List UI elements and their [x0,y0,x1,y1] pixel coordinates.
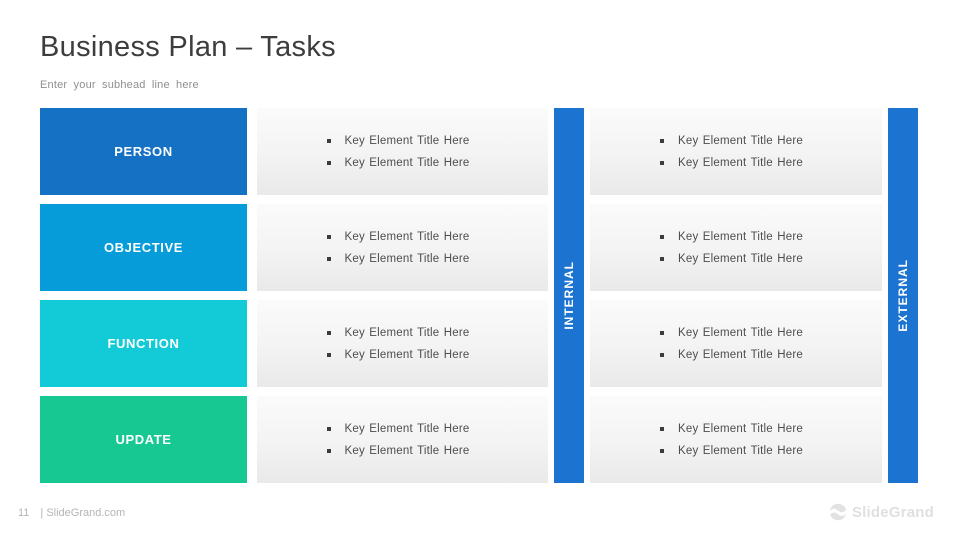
key-element-text: Key Element Title Here [678,230,804,243]
slidegrand-logo-icon [829,503,847,521]
footer: 11 | SlideGrand.com [18,507,125,519]
list-item: Key Element Title Here [326,326,479,339]
bullet-square-icon [326,426,331,431]
key-element-text: Key Element Title Here [344,444,470,457]
list-item: Key Element Title Here [660,327,812,339]
brand-logo: SlideGrand [829,503,934,521]
list-item: Key Element Title Here [326,422,479,435]
key-element-text: Key Element Title Here [678,252,804,265]
list-item: Key Element Title Here [326,252,479,265]
key-element-text: Key Element Title Here [678,326,804,339]
bullet-square-icon [660,138,664,143]
list-item: Key Element Title Here [326,230,479,243]
external-bar-label: EXTERNAL [896,259,910,332]
key-element-text: Key Element Title Here [678,134,804,147]
list-item: Key Element Title Here [660,253,812,265]
page-title: Business Plan – Tasks [40,31,336,63]
key-element-text: Key Element Title Here [678,348,804,361]
bullet-square-icon [326,160,331,165]
bullet-square-icon [660,330,664,335]
category-objective[interactable]: OBJECTIVE [40,204,247,291]
internal-row-person: Key Element Title Here Key Element Title… [257,108,548,195]
bullet-square-icon [660,160,664,165]
bullet-square-icon [326,330,331,335]
bullet-square-icon [660,448,664,453]
bullet-square-icon [326,234,331,239]
key-element-text: Key Element Title Here [678,444,804,457]
external-row-update: Key Element Title Here Key Element Title… [590,396,882,483]
category-update[interactable]: UPDATE [40,396,247,483]
list-item: Key Element Title Here [326,444,479,457]
external-row-person: Key Element Title Here Key Element Title… [590,108,882,195]
category-person[interactable]: PERSON [40,108,247,195]
key-element-text: Key Element Title Here [344,156,470,169]
key-element-text: Key Element Title Here [344,252,470,265]
list-item: Key Element Title Here [660,231,812,243]
internal-bar-label: INTERNAL [562,261,576,330]
internal-row-update: Key Element Title Here Key Element Title… [257,396,548,483]
subhead-text: Enter your subhead line here [40,79,199,91]
brand-logo-text: SlideGrand [851,503,934,521]
list-item: Key Element Title Here [326,134,479,147]
list-item: Key Element Title Here [660,135,812,147]
category-function[interactable]: FUNCTION [40,300,247,387]
key-element-text: Key Element Title Here [678,422,804,435]
internal-row-objective: Key Element Title Here Key Element Title… [257,204,548,291]
internal-row-function: Key Element Title Here Key Element Title… [257,300,548,387]
key-element-text: Key Element Title Here [344,326,470,339]
footer-site-label: | SlideGrand.com [40,507,126,519]
list-item: Key Element Title Here [660,445,812,457]
list-item: Key Element Title Here [326,156,479,169]
bullet-square-icon [326,138,331,143]
key-element-text: Key Element Title Here [344,348,470,361]
bullet-square-icon [660,352,664,357]
list-item: Key Element Title Here [660,157,812,169]
key-element-text: Key Element Title Here [344,422,470,435]
bullet-square-icon [326,448,331,453]
external-row-objective: Key Element Title Here Key Element Title… [590,204,882,291]
external-row-function: Key Element Title Here Key Element Title… [590,300,882,387]
list-item: Key Element Title Here [660,423,812,435]
bullet-square-icon [660,426,664,431]
page-number: 11 [18,507,30,519]
bullet-square-icon [326,352,331,357]
internal-bar: INTERNAL [554,108,584,483]
key-element-text: Key Element Title Here [344,230,470,243]
external-bar: EXTERNAL [888,108,918,483]
bullet-square-icon [660,256,664,261]
list-item: Key Element Title Here [326,348,479,361]
key-element-text: Key Element Title Here [344,134,470,147]
key-element-text: Key Element Title Here [678,156,804,169]
bullet-square-icon [660,234,664,239]
list-item: Key Element Title Here [660,349,812,361]
bullet-square-icon [326,256,331,261]
tasks-matrix: PERSON Key Element Title Here Key Elemen… [40,108,918,483]
